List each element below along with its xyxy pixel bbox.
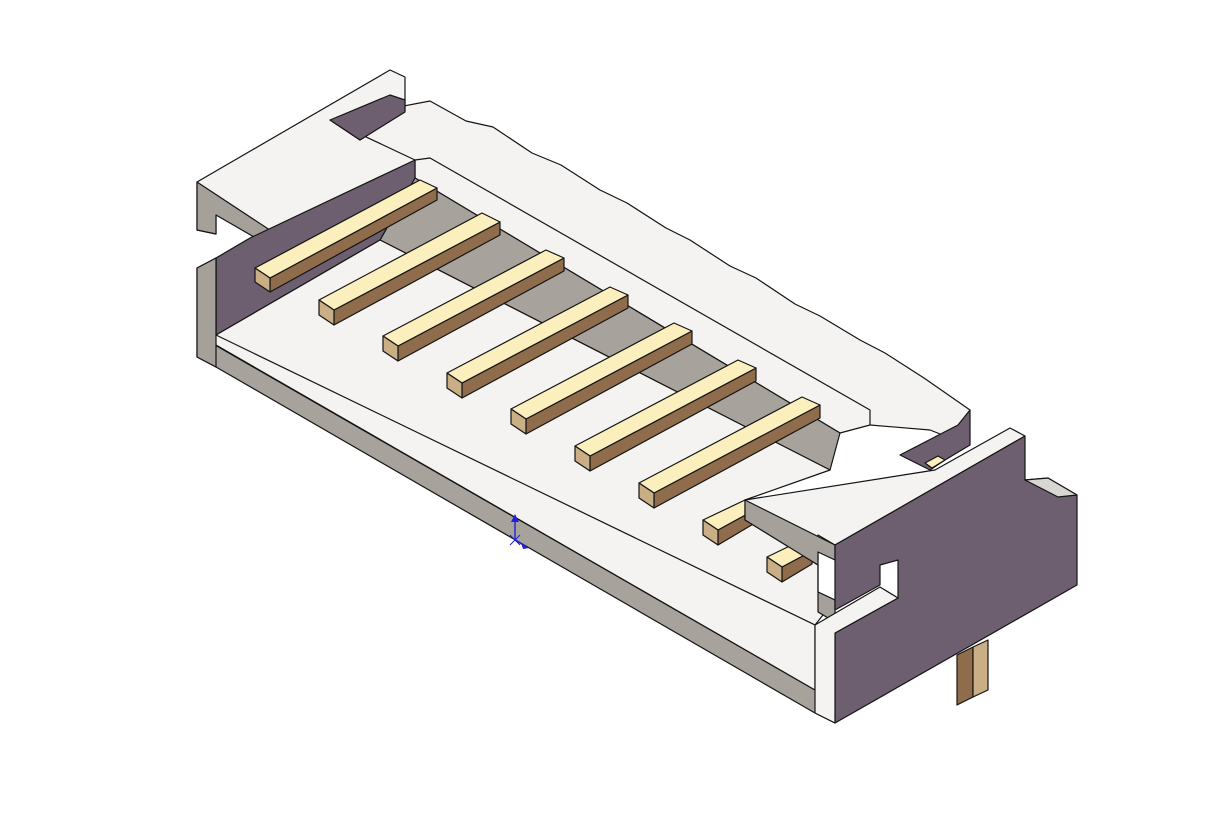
tail-pin — [956, 639, 989, 706]
left-end-post — [196, 257, 217, 368]
pin-2 — [318, 212, 501, 326]
pin-3 — [382, 249, 565, 362]
left-lip-slot-shadow — [329, 94, 406, 141]
pin-7 — [638, 396, 821, 509]
pin-6 — [574, 359, 757, 472]
pin-5 — [510, 322, 693, 435]
pins — [254, 179, 821, 583]
right-slot-pin-tip — [924, 455, 946, 469]
coordinate-triad-icon — [509, 514, 529, 549]
right-end-step-top — [1024, 477, 1078, 498]
pin-1 — [254, 179, 438, 293]
pin-4 — [446, 286, 629, 399]
right-end-inner-wall — [814, 586, 899, 724]
right-slot-shadow — [899, 409, 971, 471]
